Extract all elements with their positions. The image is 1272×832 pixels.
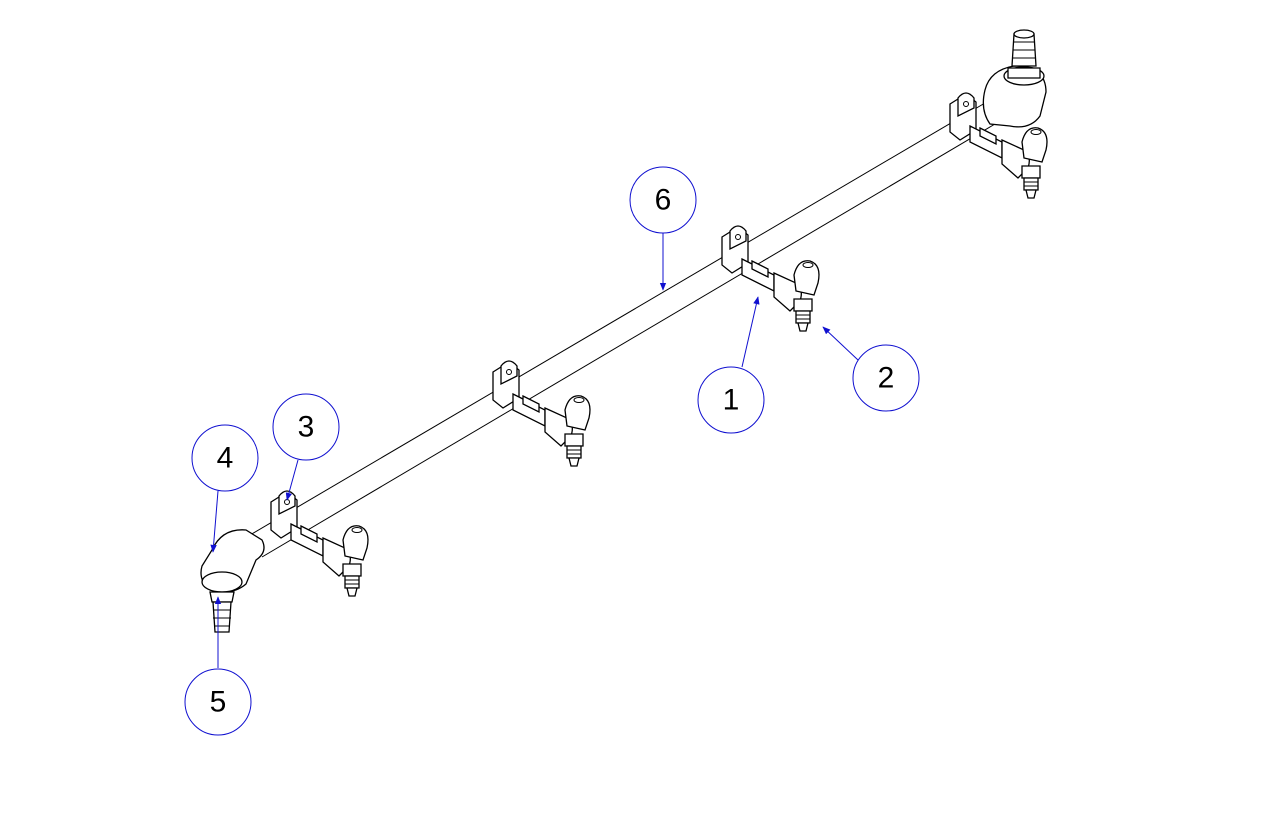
nozzle-assembly <box>492 360 591 467</box>
left-hose-barb <box>209 591 235 633</box>
main-pipe <box>249 102 996 558</box>
callout-5: 5 <box>184 668 252 736</box>
callout-4: 4 <box>191 424 259 492</box>
callout-6: 6 <box>629 166 697 234</box>
left-elbow-fitting <box>200 529 265 593</box>
callout-1: 1 <box>697 366 765 434</box>
leader-1 <box>741 296 760 368</box>
callout-label: 3 <box>298 411 315 444</box>
callout-label: 5 <box>210 686 227 719</box>
leader-2 <box>822 326 859 361</box>
right-hose-barb <box>1007 29 1041 79</box>
leader-3 <box>285 459 299 501</box>
callout-label: 4 <box>217 442 234 475</box>
callout-2: 2 <box>852 344 920 412</box>
leader-4 <box>210 490 219 553</box>
callout-label: 1 <box>723 384 740 417</box>
callout-3: 3 <box>272 393 340 461</box>
nozzle-assembly <box>721 225 820 332</box>
callout-label: 2 <box>878 362 895 395</box>
callout-label: 6 <box>655 184 672 217</box>
